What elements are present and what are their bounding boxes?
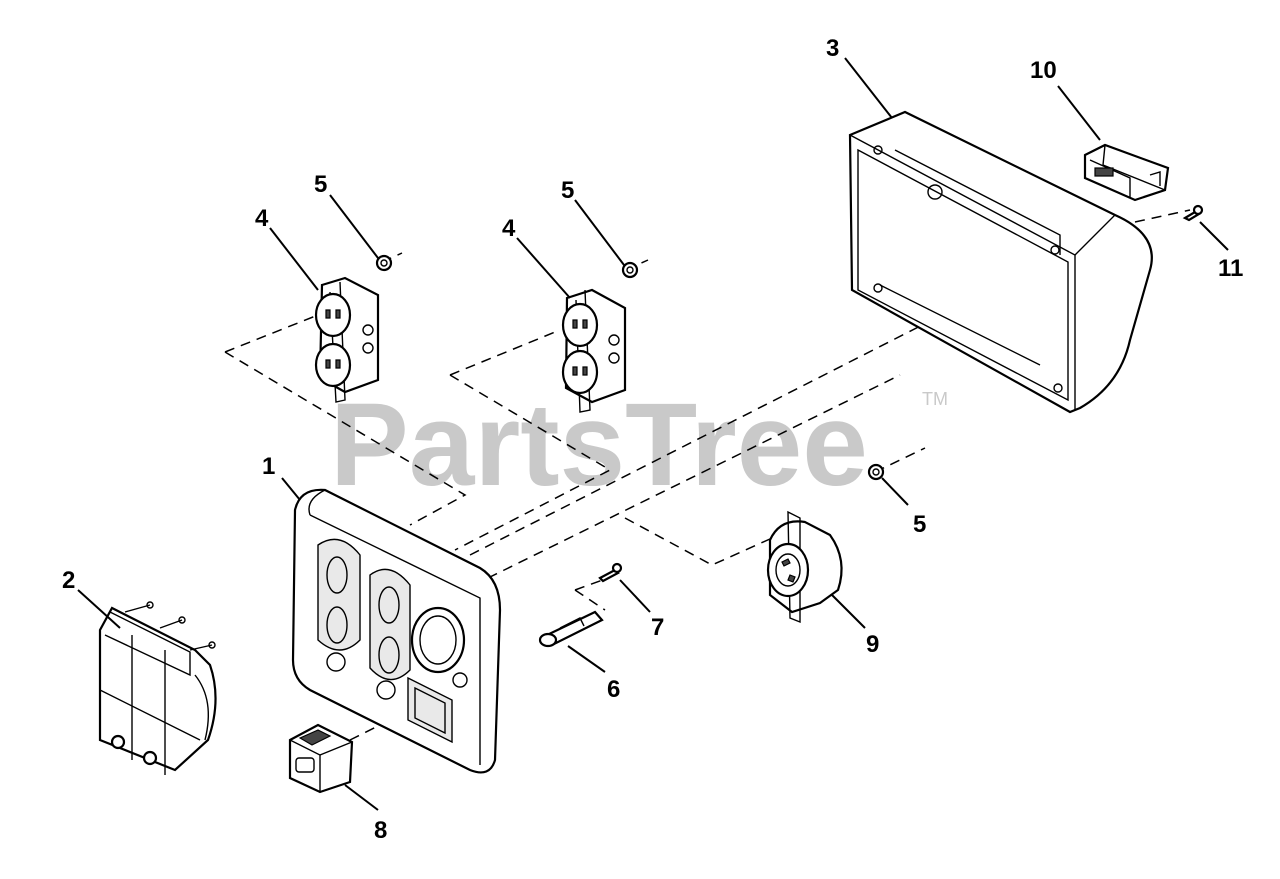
callout-5-right: 5 [913,511,926,538]
callout-6: 6 [607,676,620,703]
callout-3: 3 [826,35,839,62]
part-5-nut-a [375,254,393,272]
callout-4-right: 4 [502,215,516,242]
part-11-screw [1182,204,1204,222]
callout-5-middle: 5 [561,177,574,204]
watermark-trademark: TM [922,389,948,409]
part-5-nut-b [621,261,639,279]
leader-lines [77,57,1229,811]
callout-1: 1 [262,453,275,480]
callout-7: 7 [651,614,664,641]
callout-11: 11 [1218,255,1243,282]
part-5-nut-c [867,463,885,481]
part-3-enclosure-box [848,110,1153,414]
callout-2: 2 [62,567,75,594]
callout-5-left: 5 [314,171,327,198]
part-4-duplex-outlet-left [314,276,380,403]
part-8-breaker [288,723,354,794]
callout-9: 9 [866,631,879,658]
callouts: 1 2 3 4 4 5 5 5 6 7 8 9 10 11 [62,35,1243,844]
part-9-twist-lock-outlet [766,510,843,624]
part-1-faceplate [291,488,502,774]
part-2-cover-flap [98,601,217,775]
callout-10: 10 [1030,57,1057,84]
callout-8: 8 [374,817,387,844]
part-10-switch-module [1083,143,1170,202]
callout-4-left: 4 [255,205,269,232]
part-4-duplex-outlet-right [561,288,627,413]
part-7-screw [598,562,623,583]
part-6-terminal [538,610,604,648]
